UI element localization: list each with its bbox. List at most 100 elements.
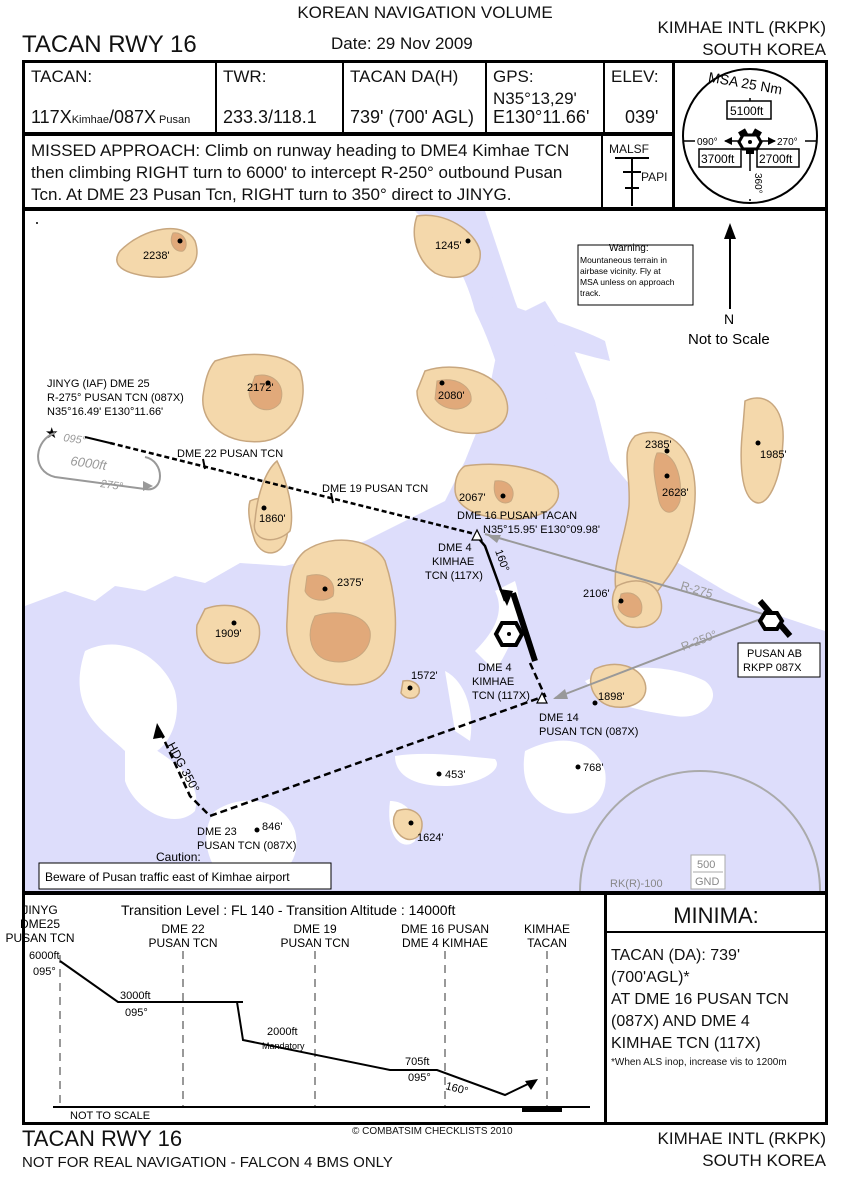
svg-text:2080': 2080' [438, 390, 465, 402]
island-west [79, 644, 177, 757]
msa-se: 2700ft [759, 152, 793, 166]
header-airport: KIMHAE INTL (RKPK) [657, 18, 826, 37]
svg-text:2106': 2106' [583, 588, 610, 600]
footer-country: SOUTH KOREA [702, 1151, 826, 1170]
svg-text:MSA unless on approach: MSA unless on approach [580, 277, 675, 287]
profile-panel: Transition Level : FL 140 - Transition A… [5, 892, 607, 1125]
svg-text:PUSAN TCN (087X): PUSAN TCN (087X) [539, 726, 638, 738]
minima-line1: TACAN (DA): 739' [611, 947, 741, 964]
svg-text:095°: 095° [408, 1072, 431, 1084]
svg-text:DME 23: DME 23 [197, 826, 237, 838]
svg-text:095°: 095° [63, 432, 88, 447]
minima-note: *When ALS inop, increase vis to 1200m [611, 1057, 787, 1068]
dme22-label: DME 22 PUSAN TCN [177, 448, 283, 460]
svg-text:1624': 1624' [417, 832, 444, 844]
svg-text:DME 4: DME 4 [438, 542, 472, 554]
holding-pattern [37, 432, 161, 491]
svg-text:DME 4 KIMHAE: DME 4 KIMHAE [402, 936, 488, 950]
jinyg-fix: JINYG (IAF) DME 25 R-275° PUSAN TCN (087… [45, 378, 184, 442]
svg-text:2628': 2628' [662, 487, 689, 499]
twr-label: TWR: [223, 67, 267, 86]
peak-labels: 2238' 1245' 2172' 2080' 2385' 2628' 1985… [143, 238, 787, 844]
minima-title: MINIMA: [673, 903, 759, 928]
gps-lat: N35°13,29' [493, 89, 577, 108]
north-label: N [724, 311, 734, 327]
gps-lon: E130°11.66' [493, 107, 590, 127]
sea-area [25, 301, 825, 891]
svg-text:2067': 2067' [459, 492, 486, 504]
svg-text:2375': 2375' [337, 577, 364, 589]
msa-090: 090° [697, 137, 718, 148]
msa-tacan-icon [737, 128, 763, 154]
missed-approach-line3: Tcn. At DME 23 Pusan Tcn, RIGHT turn to … [31, 185, 512, 204]
svg-text:N35°16.49' E130°11.66': N35°16.49' E130°11.66' [47, 406, 163, 418]
twr-value: 233.3/118.1 [223, 107, 317, 127]
svg-text:TCN (117X): TCN (117X) [472, 690, 530, 702]
minima-line4: (087X) AND DME 4 [611, 1013, 750, 1030]
minima-line3: AT DME 16 PUSAN TCN [611, 991, 789, 1008]
svg-text:N35°15.95' E130°09.98': N35°15.95' E130°09.98' [483, 524, 600, 536]
header-date: Date: 29 Nov 2009 [331, 34, 473, 53]
svg-text:705ft: 705ft [405, 1056, 429, 1068]
north-arrow-icon: N Not to Scale [688, 223, 770, 348]
footer-disclaimer: NOT FOR REAL NAVIGATION - FALCON 4 BMS O… [22, 1154, 393, 1171]
svg-text:2000ft: 2000ft [267, 1026, 298, 1038]
svg-text:GND: GND [695, 876, 720, 888]
msa-north: 5100ft [730, 104, 764, 118]
svg-text:PUSAN TCN: PUSAN TCN [5, 931, 74, 945]
map-panel: 2238' 1245' 2172' 2080' 2385' 2628' 1985… [22, 208, 828, 894]
transition-level: Transition Level : FL 140 - Transition A… [121, 902, 455, 918]
svg-text:160°: 160° [444, 1080, 469, 1097]
runway-profile-icon [522, 1106, 562, 1112]
svg-text:1245': 1245' [435, 240, 462, 252]
pusan-tacan-icon [757, 611, 785, 631]
svg-text:1898': 1898' [598, 691, 625, 703]
msa-box: MSA 25 Nm 5100ft 3700ft 2700ft 090° 270°… [672, 60, 828, 210]
msa-270: 270° [777, 137, 798, 148]
minima-line2: (700'AGL)* [611, 969, 690, 986]
svg-text:R-275° PUSAN TCN (087X): R-275° PUSAN TCN (087X) [47, 392, 184, 404]
header-country: SOUTH KOREA [702, 40, 826, 59]
svg-text:KIMHAE: KIMHAE [432, 556, 474, 568]
kimhae-airport [493, 592, 538, 662]
svg-text:6000ft: 6000ft [70, 453, 109, 473]
svg-text:TCN (117X): TCN (117X) [425, 570, 483, 582]
footer-copyright: © COMBATSIM CHECKLISTS 2010 [352, 1126, 513, 1137]
svg-text:PUSAN TCN: PUSAN TCN [280, 936, 349, 950]
missed-approach-track [158, 662, 547, 818]
restricted-area-label: RK(R)-100 [610, 878, 663, 890]
svg-text:Mandatory: Mandatory [262, 1041, 305, 1051]
msa-diagram: MSA 25 Nm 5100ft 3700ft 2700ft 090° 270°… [682, 68, 818, 204]
profile-view: Transition Level : FL 140 - Transition A… [5, 902, 590, 1122]
terrain-warning: Warning: Mountaneous terrain in airbase … [577, 243, 694, 306]
elev-label: ELEV: [611, 67, 659, 86]
da-label: TACAN DA(H) [350, 67, 459, 86]
pusan-ab: PUSAN AB RKPP 087X [737, 599, 821, 678]
river-nakdong [415, 211, 552, 521]
footer-procedure: TACAN RWY 16 [22, 1126, 183, 1151]
svg-text:453': 453' [445, 769, 465, 781]
svg-text:2172': 2172' [247, 382, 274, 394]
svg-text:RKPP 087X: RKPP 087X [743, 662, 802, 674]
svg-text:DME 16 PUSAN TACAN: DME 16 PUSAN TACAN [457, 510, 577, 522]
da-value: 739' (700' AGL) [350, 107, 474, 127]
svg-text:DME 14: DME 14 [539, 712, 579, 724]
radial-275 [484, 533, 764, 615]
svg-text:DME 22: DME 22 [161, 922, 205, 936]
svg-text:Caution:: Caution: [156, 850, 201, 864]
svg-text:1985': 1985' [760, 449, 787, 461]
header-volume: KOREAN NAVIGATION VOLUME [297, 3, 553, 22]
missed-approach-line1: MISSED APPROACH: Climb on runway heading… [31, 141, 570, 160]
scale-note: Not to Scale [688, 331, 770, 348]
malsf-label: MALSF [609, 142, 650, 156]
svg-text:095°: 095° [33, 966, 56, 978]
svg-text:PUSAN AB: PUSAN AB [747, 648, 802, 660]
msa-360: 360° [752, 173, 763, 194]
caution-box: Caution: Beware of Pusan traffic east of… [38, 850, 332, 890]
dme19-label: DME 19 PUSAN TCN [322, 483, 428, 495]
profile-path [59, 960, 531, 1097]
svg-text:275°: 275° [99, 478, 125, 493]
svg-text:JINYG: JINYG [22, 903, 57, 917]
